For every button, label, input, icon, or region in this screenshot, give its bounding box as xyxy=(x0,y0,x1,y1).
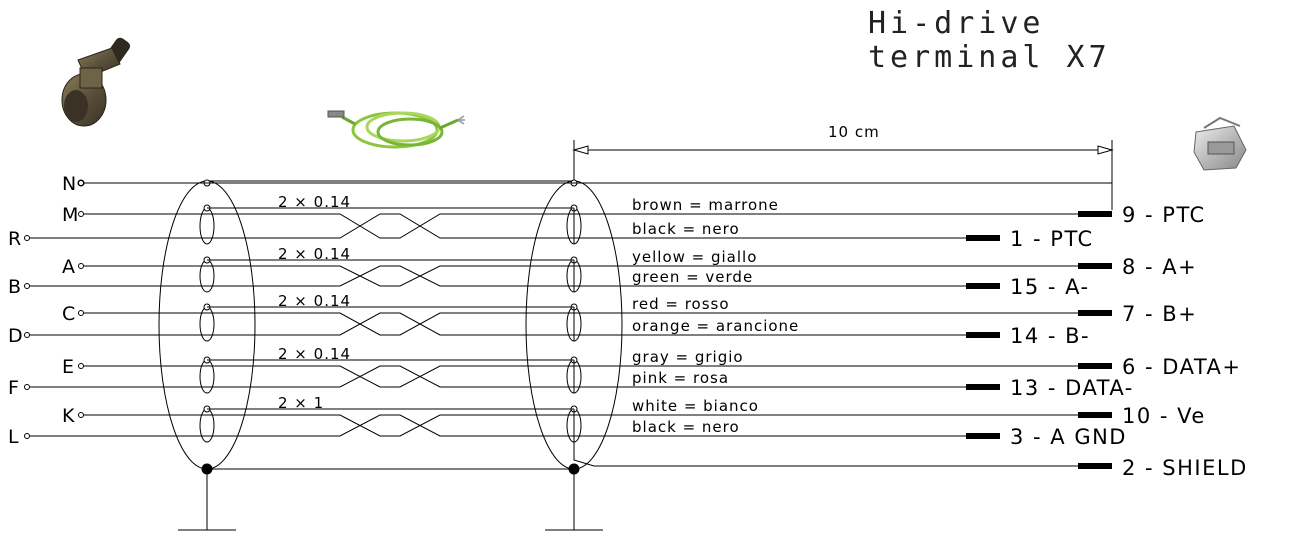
terminal-marker-bottom-3 xyxy=(966,332,1000,338)
terminal-label-top-2: 8 - A+ xyxy=(1122,255,1197,279)
terminal-label-top-5: 10 - Ve xyxy=(1122,404,1206,428)
wire-top-3 xyxy=(84,312,1112,336)
cable-jacket-lines xyxy=(207,180,574,470)
title-line-1: Hi-drive xyxy=(868,6,1045,41)
wire-top-5 xyxy=(84,414,1112,437)
pin-label-n: N xyxy=(62,173,76,195)
wire-bottom-3 xyxy=(30,312,1000,336)
wire-color-top-1: brown = marrone xyxy=(632,196,779,214)
pin-dot-b xyxy=(24,283,30,289)
terminal-marker-top-1 xyxy=(1078,211,1112,217)
twisted-pair-3: 2 × 0.14 red = rosso orange = arancione 7 -… xyxy=(30,292,1197,348)
pin-dot-d xyxy=(24,332,30,338)
pin-label-f: F xyxy=(8,377,19,399)
terminal-label-top-4: 6 - DATA+ xyxy=(1122,355,1241,379)
pin-label-r: R xyxy=(8,228,21,250)
wire-color-bottom-5: black = nero xyxy=(632,418,740,436)
twisted-pairs: 2 × 0.14 brown = marrone black = nero 9 - P… xyxy=(30,193,1241,449)
dimension-label: 10 cm xyxy=(828,123,880,141)
cable-bundle-left xyxy=(158,180,256,470)
pair-spec-label-2: 2 × 0.14 xyxy=(278,245,351,263)
terminal-marker-bottom-2 xyxy=(966,283,1000,289)
wire-color-top-5: white = bianco xyxy=(632,397,759,415)
terminal-marker-bottom-1 xyxy=(966,235,1000,241)
terminal-label-top-1: 9 - PTC xyxy=(1122,203,1206,227)
wire-color-top-2: yellow = giallo xyxy=(632,248,757,266)
terminal-label-bottom-2: 15 - A- xyxy=(1010,275,1090,299)
wire-color-top-3: red = rosso xyxy=(632,295,730,313)
terminal-marker-bottom-4 xyxy=(966,384,1000,390)
pin-label-k: K xyxy=(62,405,75,427)
twisted-pair-5: 2 × 1 white = bianco black = nero 10 - Ve3 … xyxy=(30,394,1206,449)
green-cable-icon xyxy=(327,110,465,149)
terminal-marker-top-2 xyxy=(1078,263,1112,269)
wire-color-bottom-1: black = nero xyxy=(632,220,740,238)
twisted-pair-2: 2 × 0.14 yellow = giallo green = verde 8 - … xyxy=(30,245,1197,299)
wire-color-bottom-3: orange = arancione xyxy=(632,317,799,335)
pair-spec-label-5: 2 × 1 xyxy=(278,394,324,412)
terminal-marker-top-5 xyxy=(1078,412,1112,418)
twisted-pair-1: 2 × 0.14 brown = marrone black = nero 9 - P… xyxy=(30,193,1206,251)
circular-connector-icon xyxy=(61,37,131,127)
terminal-label-bottom-3: 14 - B- xyxy=(1010,324,1090,348)
shield-terminal-label: 2 - SHIELD xyxy=(1122,456,1248,480)
terminal-marker-top-4 xyxy=(1078,363,1112,369)
pin-dot-a xyxy=(78,263,84,269)
wire-color-top-4: gray = grigio xyxy=(632,348,744,366)
left-pin-labels: NM R A B C D E F K L xyxy=(8,173,84,448)
wire-top-1 xyxy=(84,213,1112,239)
pin-dot-r xyxy=(24,235,30,241)
pin-label-l: L xyxy=(8,426,19,448)
pin-label-m: M xyxy=(62,204,78,226)
pair-spec-label-3: 2 × 0.14 xyxy=(278,292,351,310)
wire-bottom-5 xyxy=(30,414,1000,437)
terminal-label-bottom-1: 1 - PTC xyxy=(1010,227,1094,251)
terminal-label-bottom-5: 3 - A GND xyxy=(1010,425,1127,449)
wire-bottom-2 xyxy=(30,265,1000,287)
pin-label-b: B xyxy=(8,276,21,298)
ground-symbol-right xyxy=(545,469,603,531)
wire-top-2 xyxy=(84,265,1112,287)
terminal-label-bottom-4: 13 - DATA- xyxy=(1010,376,1134,400)
pin-dot-l xyxy=(24,433,30,439)
ground-symbol-left xyxy=(178,469,236,531)
pin-label-a: A xyxy=(62,256,75,278)
wire-top-4 xyxy=(84,365,1112,388)
terminal-marker-bottom-5 xyxy=(966,433,1000,439)
pin-label-c: C xyxy=(62,303,75,325)
wire-color-bottom-4: pink = rosa xyxy=(632,369,729,387)
pin-dot-m xyxy=(78,211,84,217)
shield-terminal-marker xyxy=(1078,463,1112,469)
pair-spec-label-4: 2 × 0.14 xyxy=(278,345,351,363)
wire-bottom-1 xyxy=(30,213,1000,239)
wire-bottom-4 xyxy=(30,365,1000,388)
twisted-pair-4: 2 × 0.14 gray = grigio pink = rosa 6 - DATA… xyxy=(30,345,1241,400)
pin-label-d: D xyxy=(8,325,23,347)
shield-wire xyxy=(573,440,1112,467)
pin-dot-e xyxy=(78,363,84,369)
wire-color-bottom-2: green = verde xyxy=(632,268,753,286)
sub-d-connector-icon xyxy=(1193,116,1247,171)
pin-dot-f xyxy=(24,384,30,390)
pin-dot-n xyxy=(78,180,84,186)
pin-dot-k xyxy=(78,412,84,418)
pin-label-e: E xyxy=(62,356,74,378)
title-line-2: terminal X7 xyxy=(868,40,1111,75)
terminal-label-top-3: 7 - B+ xyxy=(1122,302,1197,326)
pin-dot-c xyxy=(78,310,84,316)
terminal-marker-top-3 xyxy=(1078,310,1112,316)
pair-spec-label-1: 2 × 0.14 xyxy=(278,193,351,211)
